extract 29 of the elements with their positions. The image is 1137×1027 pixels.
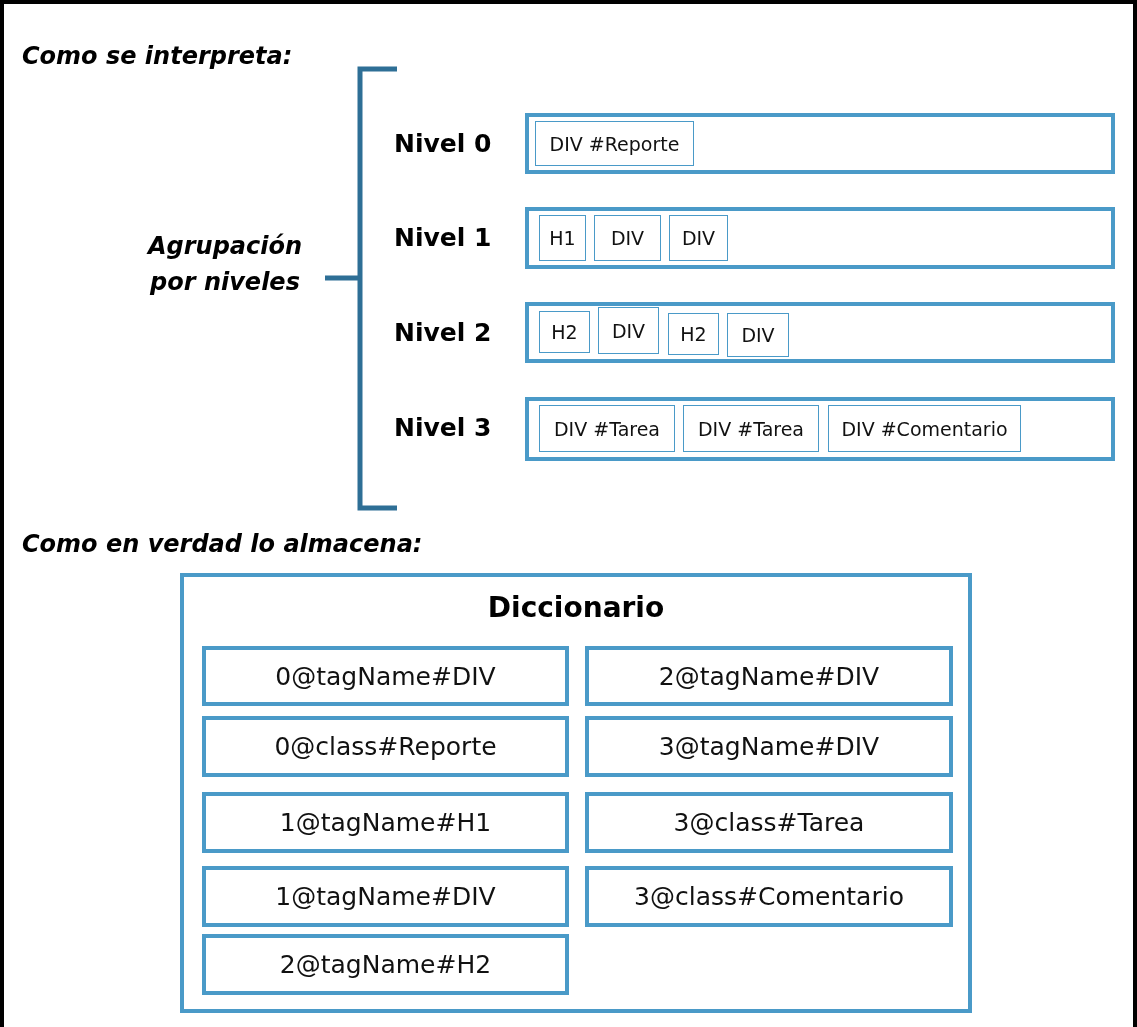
element-box: DIV xyxy=(594,215,661,261)
level-label: Nivel 1 xyxy=(394,223,492,252)
dictionary-entry: 2@tagName#H2 xyxy=(202,934,569,995)
dictionary-entry: 1@tagName#DIV xyxy=(202,866,569,927)
element-box: H2 xyxy=(668,313,719,355)
section-heading: Como se interpreta: xyxy=(22,42,293,70)
element-box: DIV xyxy=(598,307,659,354)
dictionary-entry: 3@class#Comentario xyxy=(585,866,953,927)
element-box: DIV #Reporte xyxy=(535,121,694,166)
level-label: Nivel 3 xyxy=(394,413,492,442)
dictionary-title: Diccionario xyxy=(486,591,666,624)
element-box: DIV xyxy=(727,313,789,357)
element-box: DIV #Comentario xyxy=(828,405,1021,452)
section-heading: Como en verdad lo almacena: xyxy=(22,530,423,558)
dictionary-entry: 3@tagName#DIV xyxy=(585,716,953,777)
element-box: DIV #Tarea xyxy=(683,405,819,452)
level-label: Nivel 0 xyxy=(394,129,492,158)
element-box: DIV #Tarea xyxy=(539,405,675,452)
dictionary-panel xyxy=(180,573,972,1013)
dictionary-entry: 2@tagName#DIV xyxy=(585,646,953,706)
dictionary-entry: 0@tagName#DIV xyxy=(202,646,569,706)
element-box: H2 xyxy=(539,311,590,353)
element-box: H1 xyxy=(539,215,586,261)
dictionary-entry: 0@class#Reporte xyxy=(202,716,569,777)
dictionary-entry: 3@class#Tarea xyxy=(585,792,953,853)
dictionary-entry: 1@tagName#H1 xyxy=(202,792,569,853)
level-label: Nivel 2 xyxy=(394,318,492,347)
element-box: DIV xyxy=(669,215,728,261)
group-label: Agrupación por niveles xyxy=(145,231,304,298)
